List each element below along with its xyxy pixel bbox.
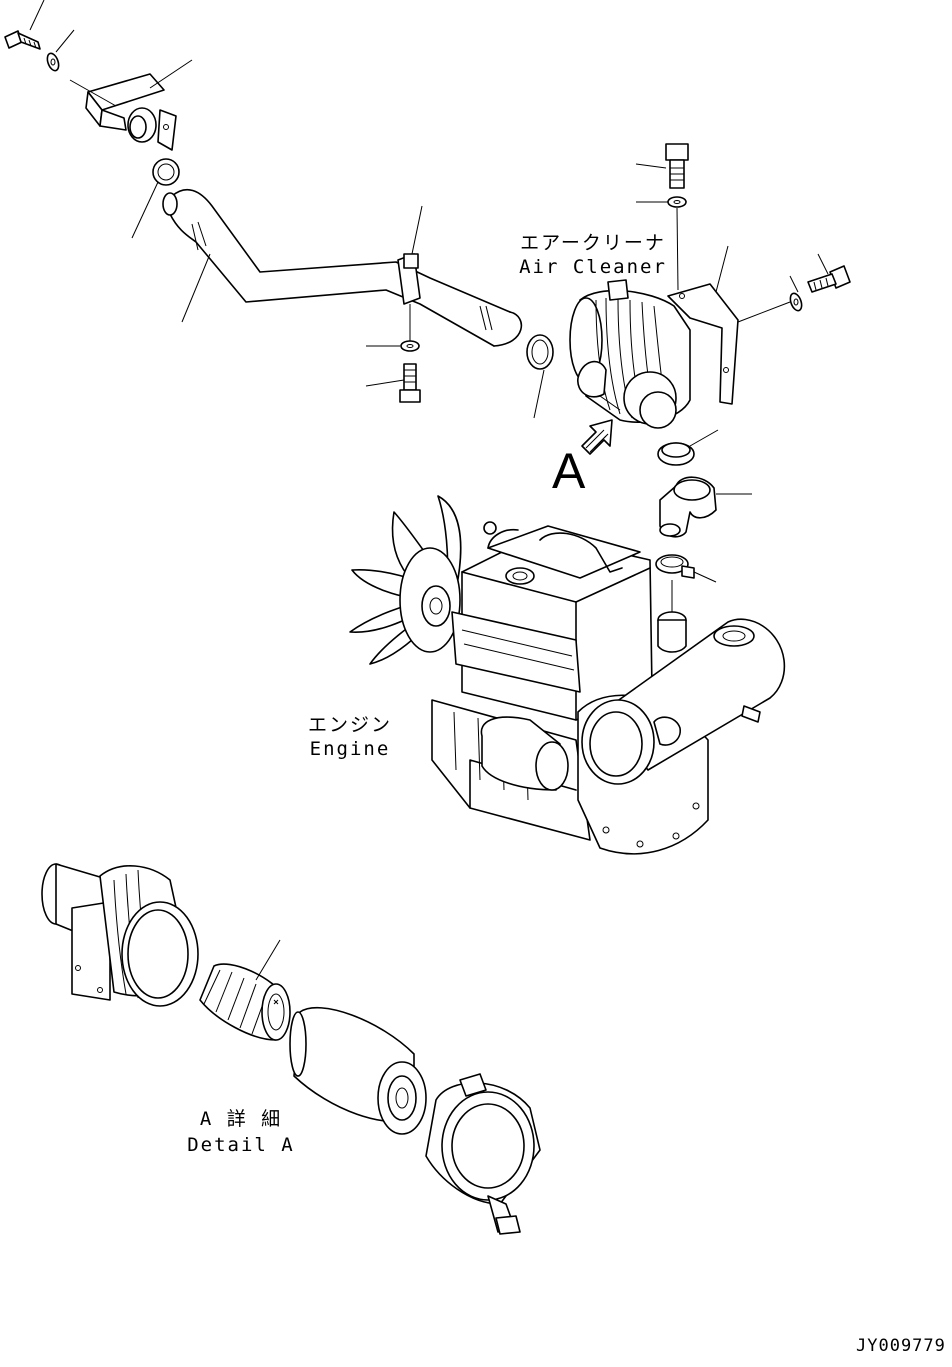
hose-clamp-mid xyxy=(526,334,554,419)
air-cleaner xyxy=(569,279,691,429)
air-cleaner-bracket xyxy=(667,245,791,405)
engine-label-en: Engine xyxy=(309,738,391,760)
hose-clamp-upper xyxy=(131,158,180,239)
engine-fan xyxy=(349,495,462,665)
intake-hose xyxy=(162,188,523,347)
washer-air-cleaner-right xyxy=(789,275,803,312)
bracket-top-left xyxy=(69,59,193,151)
elbow-hose xyxy=(659,476,752,538)
hose-clamp-lower-2 xyxy=(655,554,717,583)
detail-a-housing xyxy=(41,863,199,1007)
detail-a-label-jp: A 詳 細 xyxy=(199,1108,283,1130)
bolt-top-left xyxy=(4,0,45,50)
hose-clamp-lower-1 xyxy=(657,429,719,466)
view-arrow-icon xyxy=(581,419,613,455)
washer-air-cleaner-top xyxy=(636,196,687,291)
washer-top-left xyxy=(46,29,75,72)
detail-a-safety-element xyxy=(199,939,291,1041)
drawing-code: JY009779 xyxy=(856,1336,946,1356)
engine-label-jp: エンジン xyxy=(307,714,392,736)
bolt-hose xyxy=(365,363,421,403)
bolt-air-cleaner-top xyxy=(635,143,689,189)
air-cleaner-label-en: Air Cleaner xyxy=(519,256,667,278)
detail-a-main-element xyxy=(289,1007,427,1135)
washer-hose xyxy=(366,340,420,352)
view-a-label: A xyxy=(552,443,586,499)
detail-a-label-en: Detail A xyxy=(187,1134,295,1156)
engine xyxy=(349,495,786,855)
hose-bracket xyxy=(397,205,423,342)
bolt-air-cleaner-right xyxy=(807,253,851,293)
detail-a-cap xyxy=(425,1073,541,1235)
air-cleaner-label-jp: エアークリーナ xyxy=(520,232,666,254)
